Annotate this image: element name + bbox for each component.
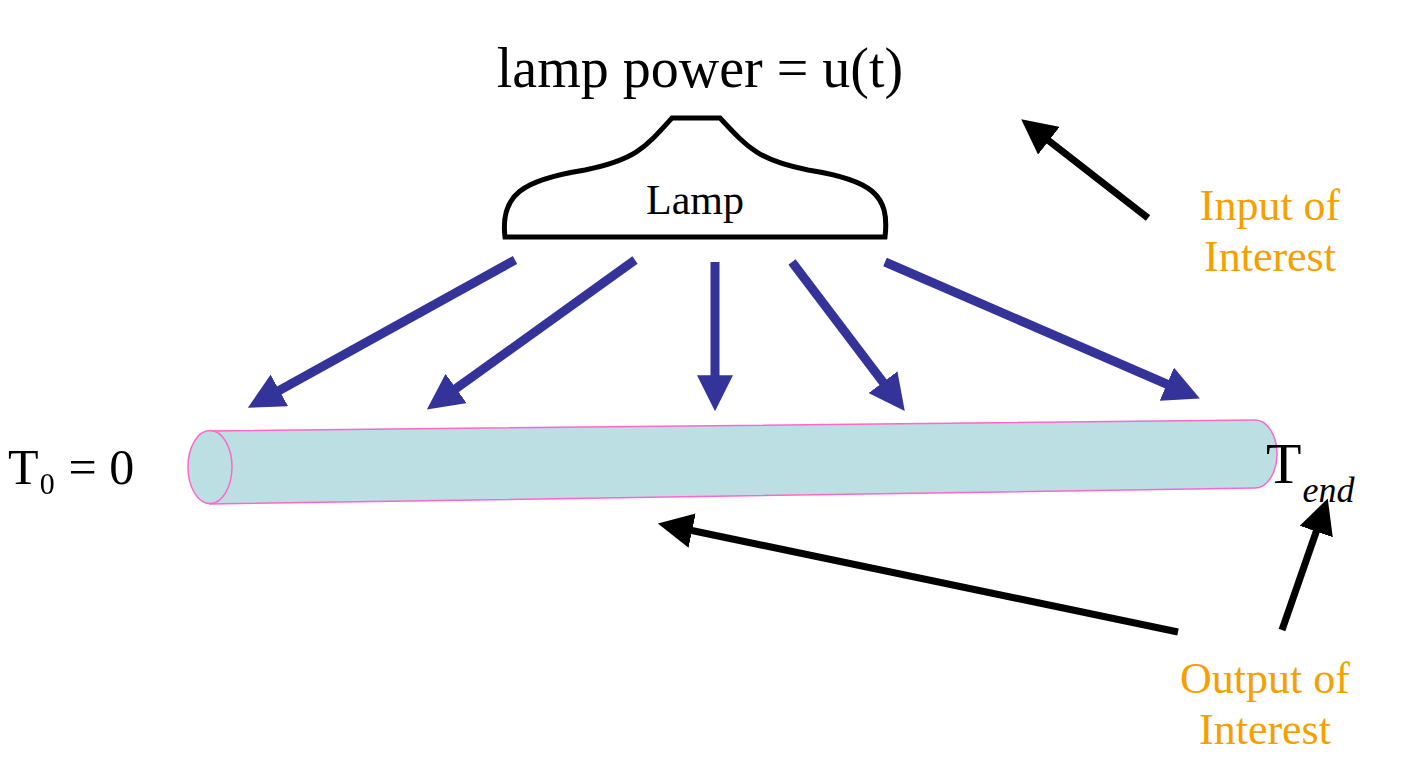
output-annotation: Output of Interest — [1160, 654, 1370, 755]
light-rays — [262, 260, 1185, 400]
input-signal-label: lamp power = u(t) — [497, 36, 903, 100]
lamp-node: Lamp — [646, 176, 744, 224]
end-subscript: end — [1302, 469, 1354, 511]
rod — [188, 420, 1277, 504]
end-temperature: T — [1266, 430, 1301, 497]
lamp-label: Lamp — [646, 176, 744, 224]
lamp-shape — [504, 118, 885, 237]
input-annotation: Input of Interest — [1165, 181, 1375, 282]
boundary-temperature: T₀ = 0 — [8, 438, 134, 496]
